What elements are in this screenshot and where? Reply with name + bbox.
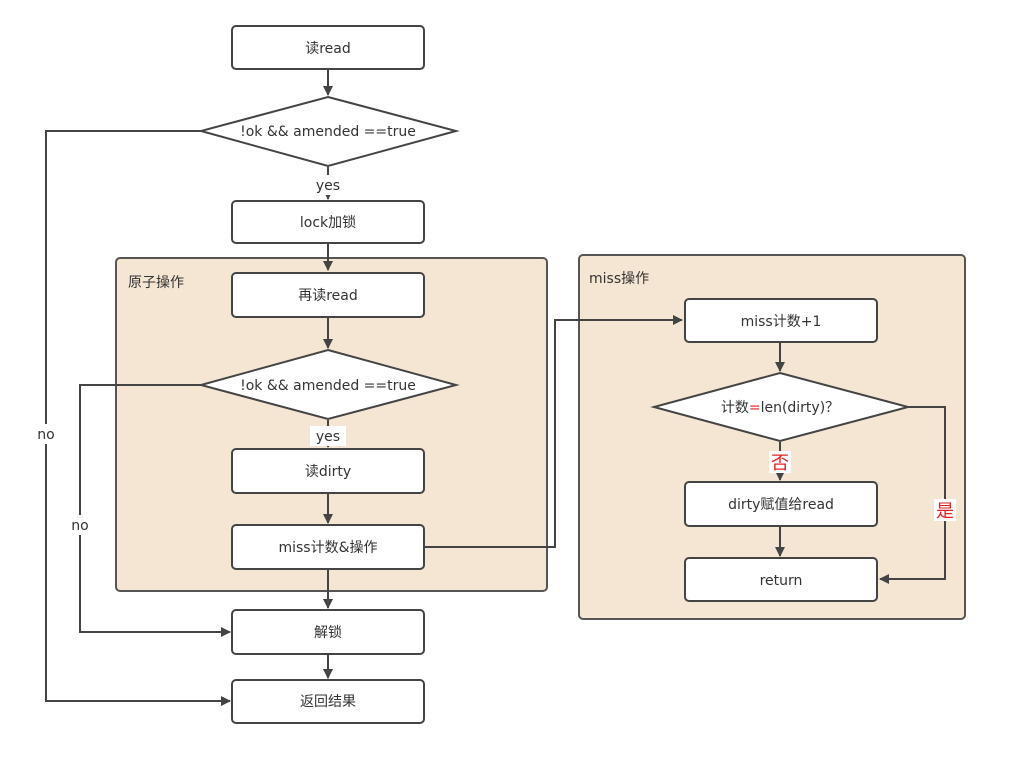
node-return-result-label: 返回结果 bbox=[300, 694, 356, 710]
node-lock-label: lock加锁 bbox=[300, 215, 356, 231]
node-check2 bbox=[197, 348, 460, 421]
edge-checklen-yes bbox=[879, 406, 946, 584]
node-return-label: return bbox=[760, 573, 803, 589]
node-check-len-eq: = bbox=[749, 400, 761, 416]
yes2-label-bg bbox=[310, 426, 346, 446]
node-miss-inc-label: miss计数+1 bbox=[741, 314, 822, 330]
node-return-result bbox=[231, 679, 425, 724]
atomic-ops-group bbox=[115, 257, 548, 592]
edge-label-affirm: 是 bbox=[936, 501, 954, 522]
node-assign bbox=[684, 481, 878, 527]
node-read-dirty-label: 读dirty bbox=[305, 463, 351, 480]
node-return bbox=[684, 557, 878, 602]
edge-label-no1: no bbox=[37, 427, 54, 443]
deny-label-bg bbox=[769, 451, 791, 473]
node-lock bbox=[231, 200, 425, 244]
edge-label-yes2: yes bbox=[316, 429, 340, 445]
node-unlock bbox=[231, 609, 425, 655]
node-read bbox=[231, 25, 425, 70]
affirm-label-bg bbox=[934, 499, 956, 521]
node-check-len bbox=[650, 371, 912, 443]
no1-label-bg bbox=[34, 424, 58, 444]
node-unlock-label: 解锁 bbox=[314, 625, 342, 641]
miss-ops-group-label: miss操作 bbox=[589, 271, 649, 287]
yes1-label-bg bbox=[310, 175, 346, 195]
edge-missop-to-missinc bbox=[425, 315, 683, 548]
node-check-len-pre: 计数 bbox=[721, 400, 749, 416]
node-reread-label: 再读read bbox=[298, 287, 358, 304]
node-miss-op-label: miss计数&操作 bbox=[278, 540, 377, 556]
no2-label-bg bbox=[68, 515, 92, 535]
atomic-ops-group-label: 原子操作 bbox=[128, 275, 184, 291]
edge-check1-no bbox=[45, 130, 231, 706]
node-read-dirty bbox=[231, 448, 425, 494]
node-miss-inc bbox=[684, 298, 878, 343]
node-check1 bbox=[197, 95, 460, 168]
edge-label-deny: 否 bbox=[771, 453, 789, 474]
edge-check2-no bbox=[79, 384, 231, 637]
node-read-label: 读read bbox=[305, 40, 351, 57]
edge-label-no2: no bbox=[71, 518, 88, 534]
node-assign-label: dirty赋值给read bbox=[728, 497, 834, 513]
node-check-len-post: len(dirty)？ bbox=[761, 400, 840, 416]
node-miss-op bbox=[231, 524, 425, 570]
node-check-len-label: 计数=len(dirty)？ bbox=[721, 400, 839, 416]
node-reread bbox=[231, 272, 425, 318]
edge-label-yes1: yes bbox=[316, 178, 340, 194]
node-check1-label: !ok && amended ==true bbox=[240, 124, 416, 140]
node-check2-label: !ok && amended ==true bbox=[240, 378, 416, 394]
